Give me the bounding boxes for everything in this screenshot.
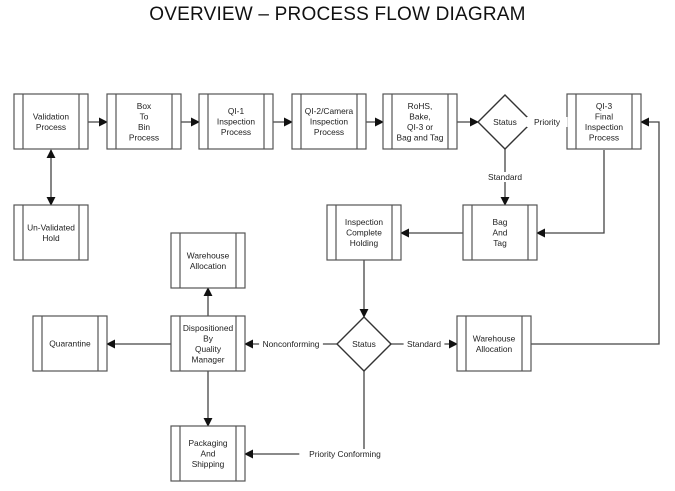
- process-box: [13, 93, 89, 150]
- connector-qi3-to-bag-and-tag: [536, 150, 605, 238]
- node-label-line: Un-Validated: [27, 222, 75, 232]
- node-label-line: RoHS,: [408, 101, 433, 111]
- node-label-line: Complete: [346, 228, 382, 238]
- node-label-line: QI-2/Camera: [305, 106, 354, 116]
- edge-label-background: [259, 339, 323, 349]
- node-label-line: QI-3 or: [407, 122, 433, 132]
- edge-label-text: Priority Conforming: [309, 449, 381, 459]
- connector-warehouse-right-to-qi3: [531, 117, 660, 345]
- edge-label: Standard: [484, 172, 526, 182]
- edge-label-background: [299, 449, 391, 459]
- node-label-line: Process: [129, 132, 159, 142]
- node-label-line: Inspection: [310, 117, 349, 127]
- process-box: [462, 204, 538, 261]
- connectors: [46, 117, 660, 459]
- process-box: [382, 93, 458, 150]
- nodes: ValidationProcessBoxToBinProcessQI-1Insp…: [13, 93, 642, 482]
- edge-label: Priority: [526, 117, 568, 127]
- edge-label-text: Standard: [488, 172, 522, 182]
- node-label-line: Allocation: [190, 261, 227, 271]
- node-status1: Status: [477, 94, 533, 150]
- edge-label-background: [526, 117, 568, 127]
- node-status2: Status: [336, 316, 392, 372]
- diagram-title: OVERVIEW – PROCESS FLOW DIAGRAM: [149, 4, 526, 25]
- edge-label-text: Nonconforming: [263, 339, 320, 349]
- process-box: [456, 315, 532, 372]
- node-label-line: Validation: [33, 111, 70, 121]
- node-label-line: Hold: [42, 233, 60, 243]
- node-label-line: Status: [352, 339, 376, 349]
- node-label-line: Allocation: [476, 344, 513, 354]
- process-box: [326, 204, 402, 261]
- node-label-line: Warehouse: [473, 333, 516, 343]
- node-label-line: Bin: [138, 122, 150, 132]
- node-label-line: Warehouse: [187, 250, 230, 260]
- process-box: [13, 204, 89, 261]
- node-label-line: Process: [36, 122, 66, 132]
- edge-label: Priority Conforming: [299, 449, 391, 459]
- node-label-line: Holding: [350, 238, 379, 248]
- node-label-line: Process: [589, 132, 619, 142]
- edge-label: Nonconforming: [259, 339, 323, 349]
- process-box: [106, 93, 182, 150]
- node-label-line: By: [203, 333, 214, 343]
- node-quarantine: Quarantine: [32, 315, 108, 372]
- process-box: [170, 232, 246, 289]
- edge-label-background: [403, 339, 445, 349]
- node-label-line: Quality: [195, 344, 222, 354]
- node-label-line: Inspection: [345, 217, 384, 227]
- node-label-line: And: [201, 449, 216, 459]
- node-label-line: Final: [595, 111, 613, 121]
- process-box: [198, 93, 274, 150]
- node-label-line: And: [493, 228, 508, 238]
- edge-label-background: [484, 172, 526, 182]
- node-label-line: QI-3: [596, 101, 613, 111]
- process-box: [566, 93, 642, 150]
- node-label-line: Bag and Tag: [397, 132, 444, 142]
- node-label-line: Process: [314, 127, 344, 137]
- process-box: [291, 93, 367, 150]
- node-label-line: QI-1: [228, 106, 245, 116]
- node-label-line: Status: [493, 117, 517, 127]
- node-label-line: Shipping: [192, 459, 225, 469]
- decision-diamond: [477, 94, 533, 150]
- connector-status2-to-packaging: [244, 371, 365, 459]
- node-label-line: Bag: [493, 217, 508, 227]
- edge-label: Standard: [403, 339, 445, 349]
- node-label-line: Dispositioned: [183, 323, 234, 333]
- node-label-line: Packaging: [188, 438, 227, 448]
- node-label-line: Quarantine: [49, 339, 91, 349]
- node-label-line: Manager: [191, 354, 224, 364]
- node-label-line: To: [140, 111, 149, 121]
- node-label-line: Bake,: [409, 111, 430, 121]
- node-label-line: Tag: [493, 238, 507, 248]
- node-label-line: Box: [137, 101, 152, 111]
- node-label-line: Inspection: [585, 122, 624, 132]
- edge-label-text: Standard: [407, 339, 441, 349]
- decision-diamond: [336, 316, 392, 372]
- node-label-line: Process: [221, 127, 251, 137]
- process-box: [170, 315, 246, 372]
- process-box: [170, 425, 246, 482]
- node-label-line: Inspection: [217, 117, 256, 127]
- process-box: [32, 315, 108, 372]
- edge-label-text: Priority: [534, 117, 561, 127]
